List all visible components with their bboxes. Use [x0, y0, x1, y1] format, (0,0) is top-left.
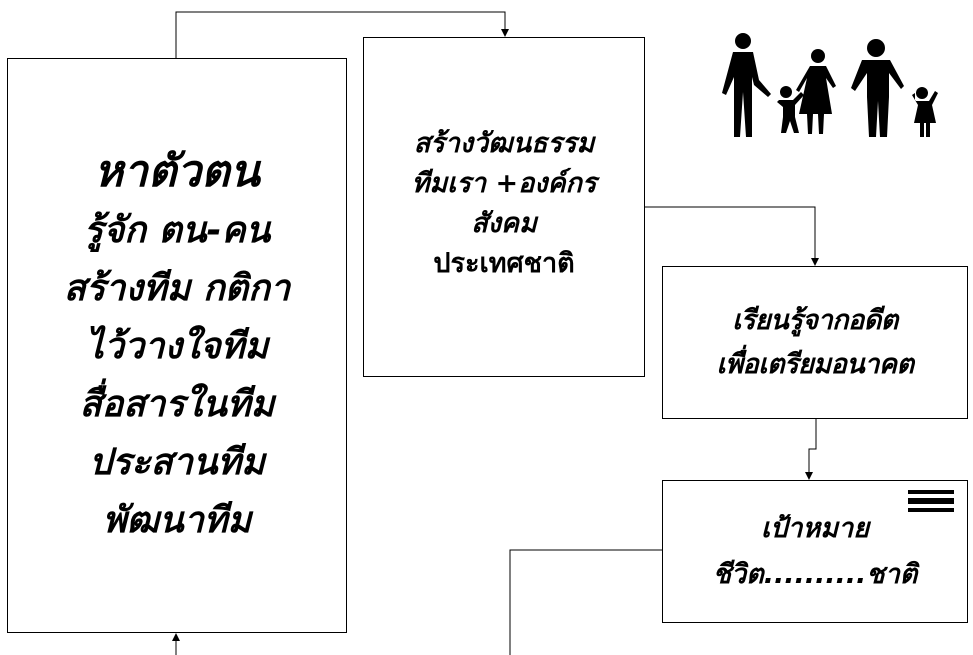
flag-stripes-icon: [908, 490, 954, 512]
learn-line: เรียนรู้จากอดีต: [732, 304, 898, 336]
learn-line: เพื่อเตรียมอนาคต: [716, 348, 914, 380]
connector-learn-to-goal: [805, 419, 817, 480]
connector-culture-to-learn: [645, 206, 819, 266]
culture-line: สร้างวัฒนธรรม: [413, 128, 595, 159]
team-item: พัฒนาทีม: [102, 499, 252, 541]
team-box: หาตัวตน รู้จัก ตน-คน สร้างทีม กติกา ไว้ว…: [7, 58, 347, 633]
culture-line: ทีมเรา +องค์กร: [411, 168, 597, 199]
team-item: ไว้วางใจทีม: [85, 325, 269, 367]
team-item: ประสานทีม: [89, 441, 265, 483]
team-item: สร้างทีม กติกา: [63, 267, 291, 309]
team-item: สื่อสารในทีม: [79, 383, 275, 425]
team-title: หาตัวตน: [94, 145, 260, 197]
goal-line: ชีวิต..........ชาติ: [712, 558, 918, 590]
culture-line: สังคม: [471, 208, 537, 239]
learn-box: เรียนรู้จากอดีต เพื่อเตรียมอนาคต: [662, 266, 968, 419]
culture-box: สร้างวัฒนธรรม ทีมเรา +องค์กร สังคม ประเท…: [363, 37, 645, 377]
team-item: รู้จัก ตน-คน: [83, 209, 271, 251]
connector-goal-out: [509, 549, 662, 655]
culture-line: ประเทศชาติ: [433, 248, 575, 279]
family-silhouette-icon: [722, 33, 938, 137]
goal-line: เป้าหมาย: [760, 512, 870, 544]
connector-team-to-culture: [175, 11, 509, 58]
